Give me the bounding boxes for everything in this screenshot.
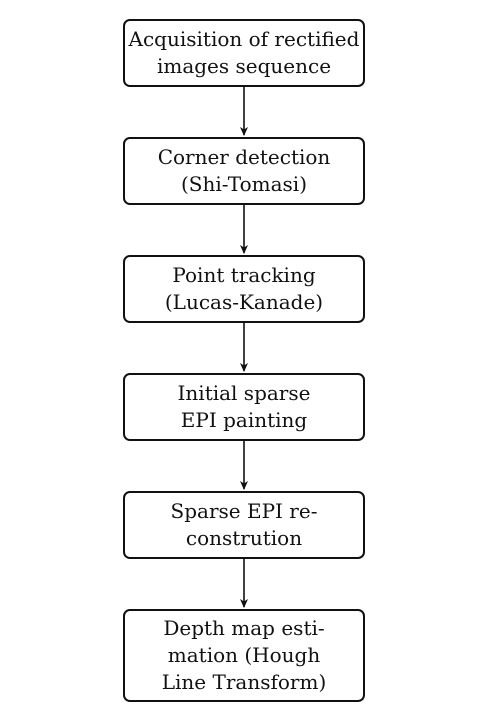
node-acquisition-line-1: Acquisition of rectified [128, 27, 360, 51]
node-sparse-epi-reconstruction: Sparse EPI re- constrution [123, 491, 365, 559]
node-acquisition-line-2: images sequence [156, 54, 332, 78]
node-depth-map-estimation-line-3: Line Transform) [161, 670, 327, 694]
node-acquisition: Acquisition of rectified images sequence [123, 19, 365, 87]
node-initial-sparse-epi-line-1: Initial sparse [177, 381, 311, 405]
node-corner-detection-line-1: Corner detection [157, 145, 331, 169]
node-point-tracking: Point tracking (Lucas-Kanade) [123, 255, 365, 323]
node-sparse-epi-reconstruction-line-2: constrution [185, 526, 303, 550]
node-depth-map-estimation-line-1: Depth map esti- [163, 616, 325, 640]
node-sparse-epi-reconstruction-line-1: Sparse EPI re- [170, 499, 318, 523]
node-initial-sparse-epi-line-2: EPI painting [180, 408, 308, 432]
node-point-tracking-line-2: (Lucas-Kanade) [164, 290, 324, 314]
node-depth-map-estimation: Depth map esti- mation (Hough Line Trans… [123, 609, 365, 702]
node-initial-sparse-epi: Initial sparse EPI painting [123, 373, 365, 441]
node-corner-detection: Corner detection (Shi-Tomasi) [123, 137, 365, 205]
node-point-tracking-line-1: Point tracking [172, 263, 316, 287]
node-depth-map-estimation-line-2: mation (Hough [167, 643, 321, 667]
node-corner-detection-line-2: (Shi-Tomasi) [180, 172, 307, 196]
